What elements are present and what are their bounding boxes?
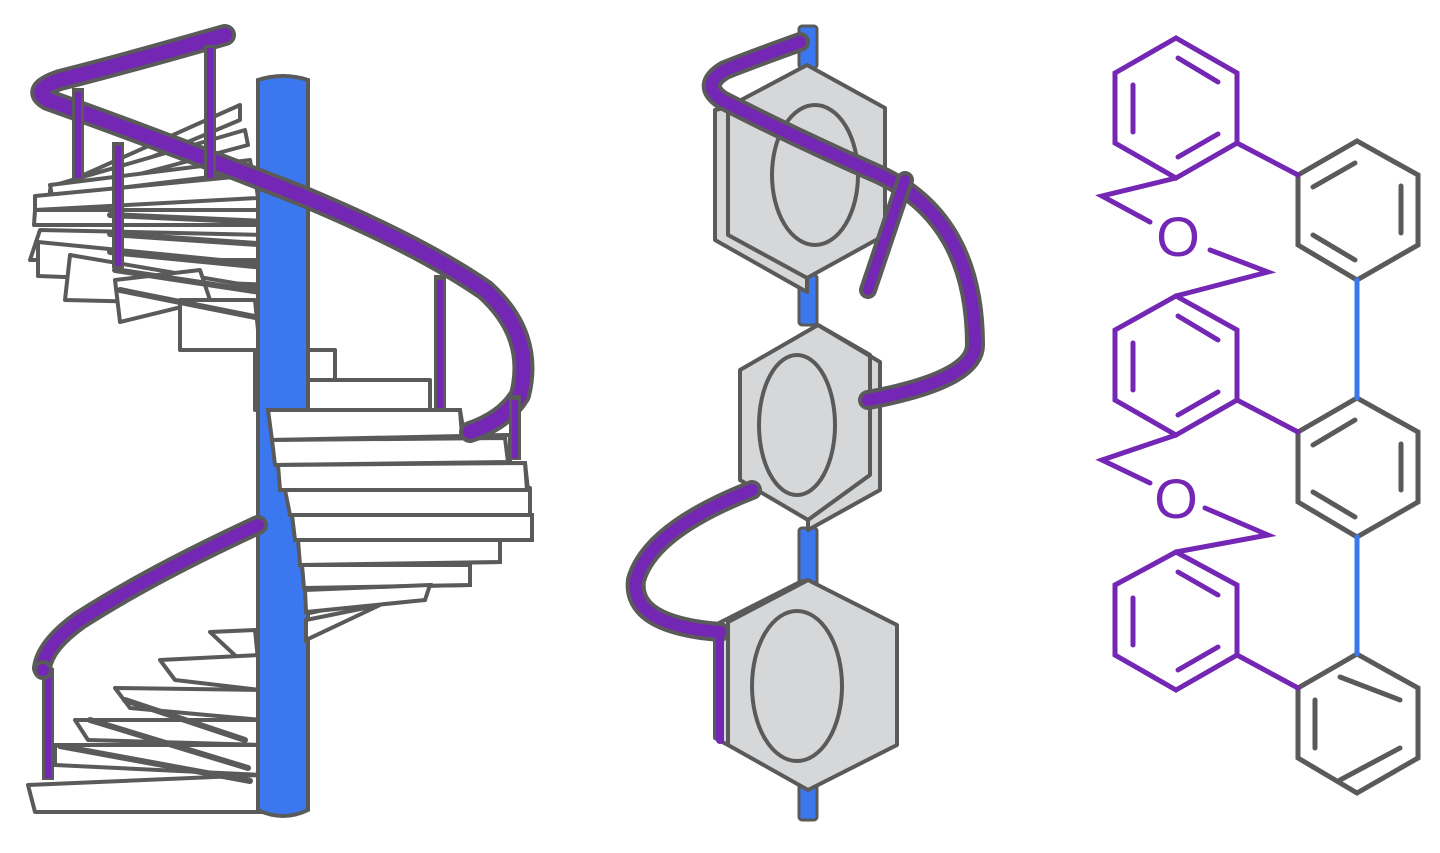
skeletal-formula: O O bbox=[1060, 0, 1440, 853]
helical-ring-stack-icon bbox=[625, 24, 986, 822]
ring-stack-model bbox=[600, 0, 1020, 853]
molecule-structure-icon: O O bbox=[1095, 35, 1421, 796]
backbone-rings bbox=[1295, 138, 1421, 796]
aryl-arms bbox=[1095, 35, 1301, 693]
spiral-staircase-icon bbox=[26, 24, 535, 818]
staircase-illustration bbox=[0, 0, 560, 853]
oxygen-atom-label-upper: O bbox=[1156, 205, 1200, 268]
oxygen-atom-label-lower: O bbox=[1154, 467, 1198, 530]
